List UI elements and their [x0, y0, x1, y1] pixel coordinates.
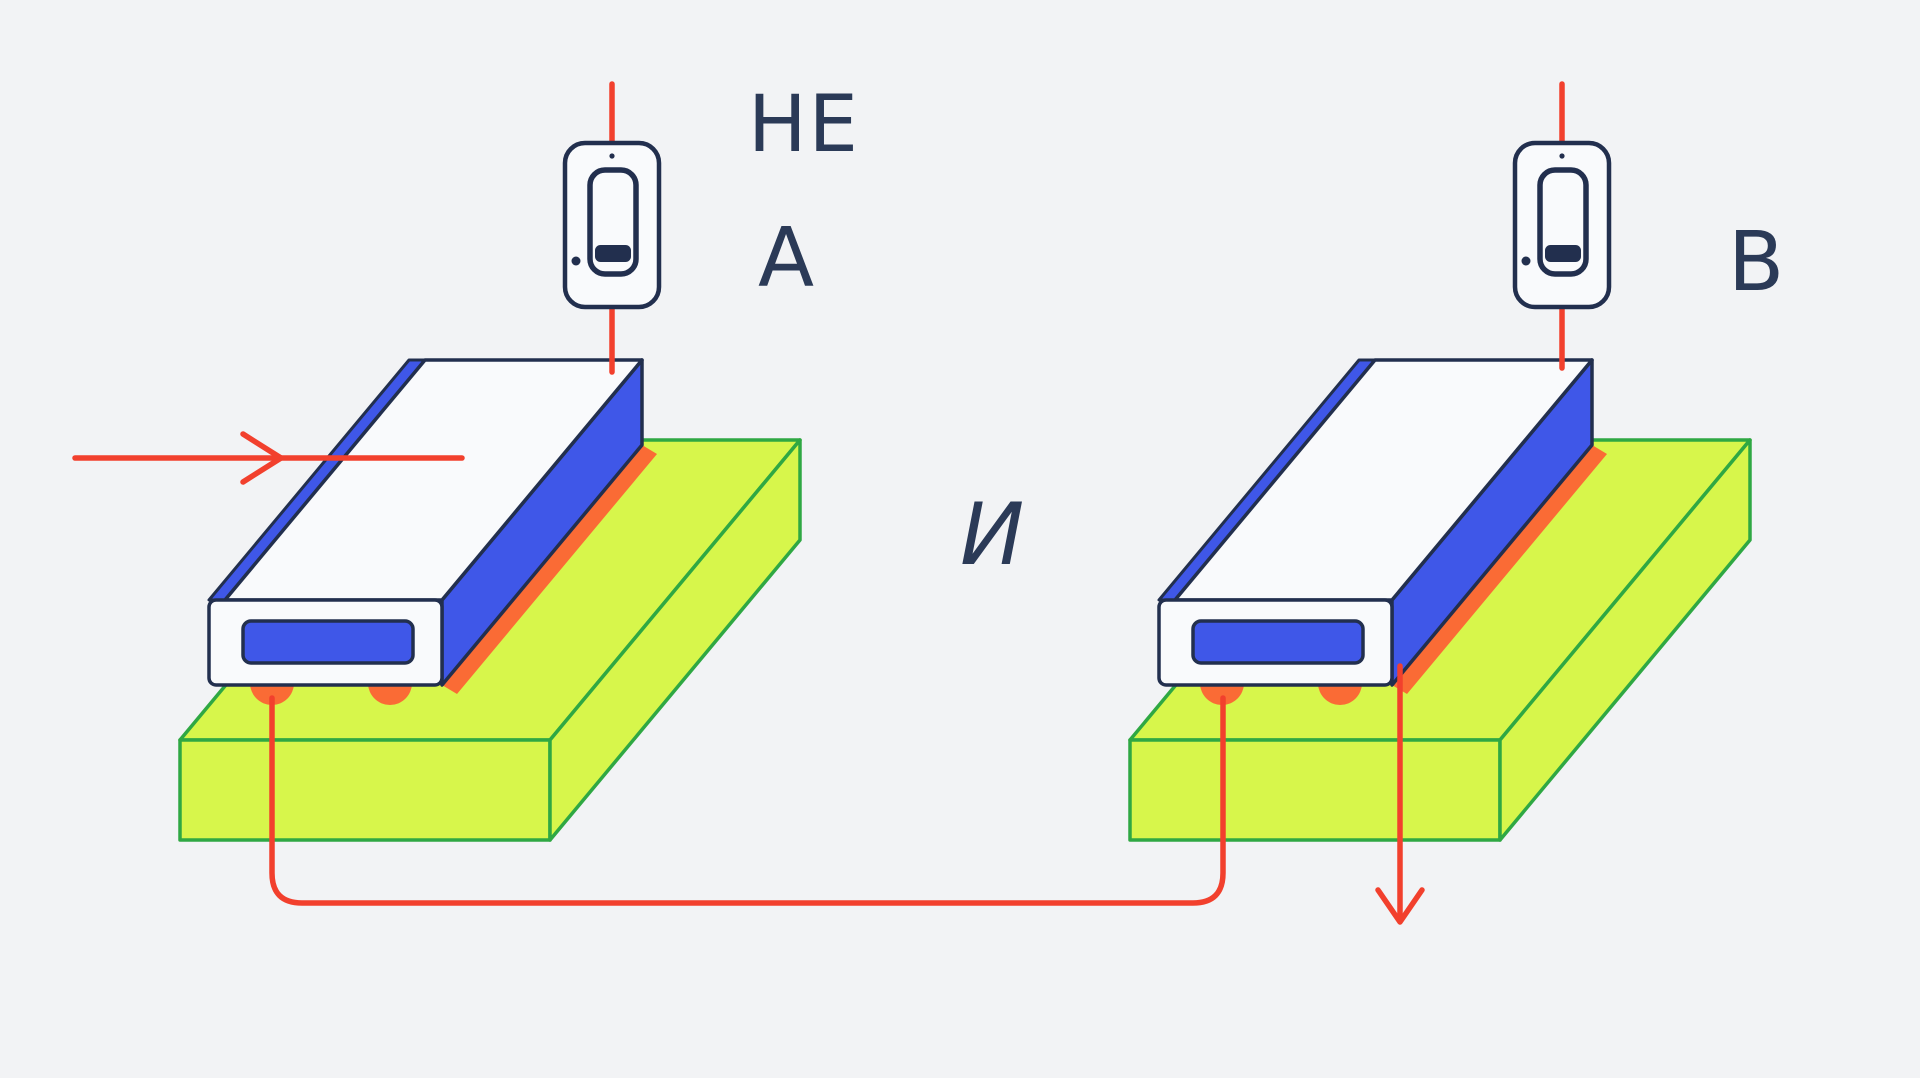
output-arrowhead-icon — [1375, 887, 1425, 925]
toggle-switch-b-icon[interactable] — [1512, 140, 1612, 310]
not-gate-label: НЕ — [748, 80, 860, 170]
and-gate-label: И — [960, 485, 1025, 585]
connecting-wire — [269, 695, 1226, 906]
input-b-label: В — [1728, 215, 1785, 310]
input-arrowhead-icon — [240, 431, 284, 485]
toggle-switch-a-icon[interactable] — [562, 140, 662, 310]
input-a-label: А — [758, 211, 815, 306]
